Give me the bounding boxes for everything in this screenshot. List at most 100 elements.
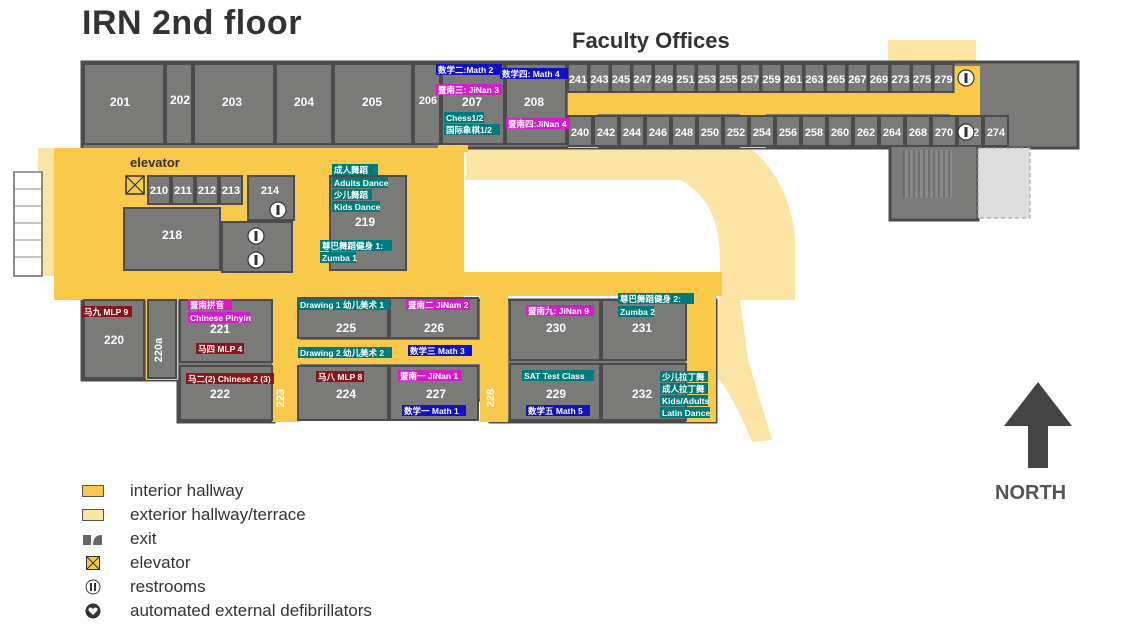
room-204 bbox=[275, 63, 333, 145]
room-259 bbox=[760, 63, 783, 93]
class-tag bbox=[332, 189, 372, 200]
room-263 bbox=[803, 63, 826, 93]
class-tag-label: 马八 MLP 8 bbox=[318, 372, 363, 382]
class-tag bbox=[618, 306, 654, 317]
class-tag-label: 尊巴舞蹈健身 1: bbox=[322, 241, 383, 251]
room-label-226: 226 bbox=[424, 321, 444, 335]
room-247 bbox=[631, 63, 654, 93]
room-label-207: 207 bbox=[462, 95, 482, 109]
room-label-247: 247 bbox=[633, 74, 651, 86]
class-tag-label: 暨南一 JiNan 1 bbox=[400, 371, 458, 381]
room-205 bbox=[333, 63, 413, 145]
room-267 bbox=[846, 63, 869, 93]
class-tag-label: 暨南四:JiNan 4 bbox=[508, 119, 567, 129]
class-tag-label: 成人拉丁舞 bbox=[662, 384, 705, 394]
class-tag-label: 马二(2) Chinese 2 (3) bbox=[188, 374, 271, 384]
class-tag bbox=[398, 370, 462, 381]
room-label-269: 269 bbox=[870, 74, 888, 86]
room-201 bbox=[83, 63, 165, 145]
room-213 bbox=[219, 175, 243, 205]
room-274 bbox=[983, 115, 1009, 147]
class-tag-label: 尊巴舞蹈健身 2: bbox=[620, 294, 681, 304]
legend-item: interior hallway bbox=[82, 480, 243, 502]
room-206 bbox=[413, 63, 441, 145]
class-tag-label: 暨南二 JiNam 2 bbox=[408, 300, 469, 310]
room-label-242: 242 bbox=[597, 127, 615, 139]
class-tag bbox=[436, 64, 502, 75]
room-253 bbox=[696, 63, 718, 93]
room-label-249: 249 bbox=[655, 74, 673, 86]
room-label-273: 273 bbox=[891, 74, 909, 86]
room-label-240: 240 bbox=[571, 127, 589, 139]
room-label-204: 204 bbox=[294, 95, 314, 109]
legend-label: exterior hallway/terrace bbox=[130, 505, 306, 524]
room-label-241: 241 bbox=[569, 74, 587, 86]
exit-icon bbox=[82, 532, 104, 546]
legend-label: elevator bbox=[130, 553, 191, 572]
class-tag bbox=[188, 312, 250, 323]
room-label-279: 279 bbox=[934, 74, 952, 86]
legend-item: elevator bbox=[82, 552, 190, 574]
room-210 bbox=[147, 175, 171, 205]
room-label-231: 231 bbox=[632, 321, 652, 335]
exterior-north-stair bbox=[888, 40, 976, 64]
room-label-262: 262 bbox=[857, 127, 875, 139]
class-tag-label: 少儿舞蹈 bbox=[333, 190, 369, 200]
room-label-205: 205 bbox=[362, 95, 382, 109]
legend-item: automated external defibrillators bbox=[82, 600, 372, 622]
room-label-252: 252 bbox=[727, 127, 745, 139]
class-tag bbox=[196, 343, 244, 354]
room-245 bbox=[610, 63, 632, 93]
room-257 bbox=[739, 63, 761, 93]
class-tag bbox=[500, 68, 568, 79]
class-tag-label: 数学三 Math 3 bbox=[410, 346, 465, 356]
class-tag-label: 国际象棋1/2 bbox=[446, 125, 492, 135]
class-tag-label: SAT Test Class bbox=[524, 371, 585, 381]
room-262 bbox=[853, 115, 879, 147]
stairs bbox=[904, 150, 952, 198]
class-tag bbox=[660, 407, 710, 418]
room-label-206: 206 bbox=[419, 95, 437, 107]
class-tag bbox=[526, 405, 590, 416]
room-label-228: 228 bbox=[485, 389, 497, 407]
room-label-268: 268 bbox=[909, 127, 927, 139]
room-212 bbox=[195, 175, 219, 205]
class-tag bbox=[522, 370, 594, 381]
class-tag-label: Zumba 1 bbox=[322, 253, 357, 263]
room-label-264: 264 bbox=[883, 127, 902, 139]
class-tag bbox=[660, 383, 708, 394]
interior-hallway bbox=[82, 272, 722, 296]
room-254 bbox=[749, 115, 775, 147]
room-211 bbox=[171, 175, 195, 205]
class-tag bbox=[298, 299, 390, 310]
room-220a bbox=[147, 299, 177, 379]
room-label-259: 259 bbox=[762, 74, 780, 86]
defibrillator-icon bbox=[82, 603, 104, 619]
room-label-265: 265 bbox=[827, 74, 845, 86]
room-label-255: 255 bbox=[719, 74, 737, 86]
elevator-icon bbox=[82, 556, 104, 570]
class-tag-label: 马四 MLP 4 bbox=[198, 344, 243, 354]
class-tag bbox=[188, 299, 232, 310]
room-label-201: 201 bbox=[110, 95, 130, 109]
legend-label: interior hallway bbox=[130, 481, 244, 500]
room-label-223: 223 bbox=[275, 389, 287, 407]
class-tag-label: 数学四: Math 4 bbox=[502, 69, 560, 79]
class-tag-label: 暨南三: JiNan 3 bbox=[438, 85, 499, 95]
class-tag-label: Latin Dance bbox=[662, 408, 710, 418]
class-tag bbox=[332, 201, 380, 212]
room-255 bbox=[717, 63, 740, 93]
room-label-230: 230 bbox=[546, 321, 566, 335]
room-252 bbox=[723, 115, 749, 147]
room-label-232: 232 bbox=[632, 387, 652, 401]
room-label-243: 243 bbox=[590, 74, 608, 86]
class-tag bbox=[402, 405, 466, 416]
class-tag bbox=[436, 84, 502, 95]
room-203 bbox=[193, 63, 275, 145]
legend-label: automated external defibrillators bbox=[130, 601, 372, 620]
room-label-203: 203 bbox=[222, 95, 242, 109]
room-label-218: 218 bbox=[162, 228, 182, 242]
class-tag-label: 数学二:Math 2 bbox=[438, 65, 494, 75]
room-label-244: 244 bbox=[623, 127, 642, 139]
north-label: NORTH bbox=[995, 482, 1067, 504]
